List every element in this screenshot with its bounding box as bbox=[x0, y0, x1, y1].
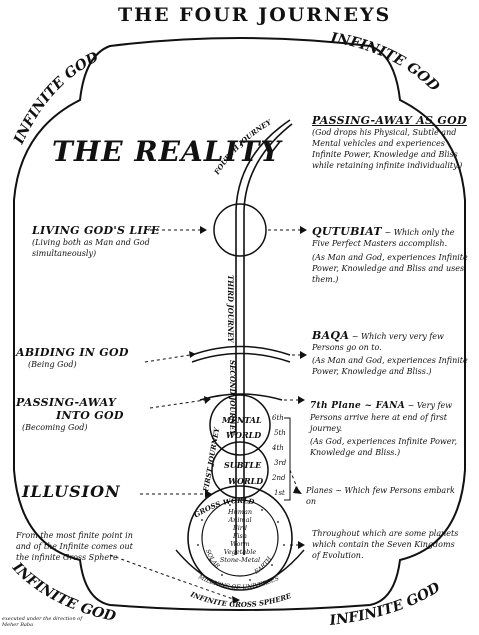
plane-numbers: 6th 5th 4th 3rd 2nd 1st bbox=[271, 414, 287, 497]
finite-point-label: From the most finite point in and of the… bbox=[16, 531, 133, 562]
qutubiat-rest: ~ Which only the Five Perfect Masters ac… bbox=[312, 228, 455, 248]
journey-label-third: THIRD JOURNEY bbox=[226, 275, 235, 343]
plane-number: 4th bbox=[271, 444, 284, 452]
subtle-label-b: WORLD bbox=[228, 476, 263, 486]
living-head: LIVING GOD'S LIFE bbox=[32, 224, 160, 237]
plane-bracket bbox=[284, 417, 291, 501]
journey-label-second: SECOND JOURNEY bbox=[228, 360, 237, 436]
passing-into-head-b: INTO GOD bbox=[56, 409, 124, 422]
qutubiat-block: QUTUBIAT ~ Which only the Five Perfect M… bbox=[312, 226, 472, 285]
svg-text:INFINITE GOD: INFINITE GOD bbox=[11, 49, 102, 148]
right-arrowheads bbox=[293, 226, 307, 549]
right-arrows bbox=[268, 229, 300, 546]
fana-block: 7th Plane ~ FANA ~ Very few Persons arri… bbox=[310, 400, 472, 458]
circle-qutubiat bbox=[213, 203, 267, 257]
fana-body: (As God, experiences Infinite Power, Kno… bbox=[310, 437, 457, 457]
fana-head: 7th Plane ~ FANA bbox=[310, 401, 406, 411]
illusion-label: ILLUSION bbox=[22, 482, 121, 501]
abiding-body: (Being God) bbox=[28, 360, 77, 369]
frame-border bbox=[13, 37, 466, 611]
kingdom-item: Worm bbox=[230, 540, 249, 548]
svg-text:INFINITE GROSS SPHERE: INFINITE GROSS SPHERE bbox=[188, 589, 293, 609]
planes-label: Planes ~ Which few Persons embark on bbox=[306, 486, 455, 506]
plane-number: 3rd bbox=[274, 459, 287, 467]
solar-label: SOLAR bbox=[204, 548, 221, 570]
solar-ring bbox=[201, 499, 279, 577]
living-body: (Living both as Man and God simultaneous… bbox=[32, 238, 150, 258]
plane-number: 2nd bbox=[271, 474, 286, 482]
corner-label-top-right: INFINITE GOD bbox=[328, 30, 442, 95]
qutubiat-body: (As Man and God, experiences Infinite Po… bbox=[312, 253, 468, 284]
passing-into-body: (Becoming God) bbox=[22, 423, 88, 432]
baqa-rest: ~ Which very very few Persons go on to. bbox=[312, 332, 444, 352]
mental-label-a: MENTAL bbox=[221, 415, 262, 425]
page-title: THE FOUR JOURNEYS bbox=[118, 4, 392, 26]
mental-label-b: WORLD bbox=[226, 430, 261, 440]
mental-world-sphere bbox=[209, 394, 271, 456]
baqa-head: BAQA bbox=[312, 329, 350, 342]
throughout-label: Throughout which are some planets which … bbox=[312, 529, 459, 560]
svg-text:SOLAR: SOLAR bbox=[204, 548, 221, 570]
credit-label: executed under the direction of Meher Ba… bbox=[2, 616, 83, 628]
subtle-label-a: SUBTLE bbox=[224, 460, 262, 470]
kingdom-item: Animal bbox=[227, 516, 251, 524]
qutubiat-head: QUTUBIAT bbox=[312, 225, 382, 238]
journey-label-first: FIRST JOURNEY bbox=[201, 426, 221, 493]
passing-as-god-head: PASSING-AWAY AS GOD bbox=[312, 114, 467, 127]
kingdom-item: Vegetable bbox=[224, 548, 257, 556]
plane-number: 5th bbox=[274, 429, 286, 437]
plane-number: 1st bbox=[274, 489, 285, 497]
passing-as-god-body: (God drops his Physical, Subtle and Ment… bbox=[312, 128, 463, 170]
infinite-gross-arc bbox=[175, 549, 305, 589]
corner-label-bottom-right: INFINITE GOD bbox=[328, 579, 444, 629]
corner-label-top-left: INFINITE GOD bbox=[11, 49, 102, 148]
left-arrowheads bbox=[189, 226, 240, 604]
plane-number: 6th bbox=[272, 414, 284, 422]
abiding-head: ABIDING IN GOD bbox=[16, 346, 129, 359]
baqa-body: (As Man and God, experiences Infinite Po… bbox=[312, 356, 468, 376]
reality-label: THE REALITY bbox=[52, 135, 282, 168]
fana-rest: ~ Very few Persons arrive here at end of… bbox=[310, 401, 453, 433]
svg-text:INFINITE GOD: INFINITE GOD bbox=[328, 579, 444, 629]
gross-stipple bbox=[197, 504, 285, 581]
living-block: LIVING GOD'S LIFE (Living both as Man an… bbox=[32, 224, 160, 259]
passing-as-god-block: PASSING-AWAY AS GOD (God drops his Physi… bbox=[312, 114, 474, 171]
kingdom-item: Bird bbox=[232, 524, 247, 532]
kingdom-item: Human bbox=[227, 508, 252, 516]
left-arrows bbox=[109, 229, 237, 601]
kingdom-item: Fish bbox=[232, 532, 247, 540]
journey-trunk bbox=[235, 119, 291, 555]
kingdom-list: HumanAnimalBirdFishWormVegetableStone-Me… bbox=[220, 508, 260, 564]
abiding-block: ABIDING IN GOD (Being God) bbox=[16, 346, 146, 370]
baqa-arc bbox=[191, 345, 291, 356]
baqa-block: BAQA ~ Which very very few Persons go on… bbox=[312, 330, 472, 377]
kingdom-item: Stone-Metal bbox=[220, 556, 260, 564]
infinite-gross-label: INFINITE GROSS SPHERE bbox=[188, 589, 293, 609]
gross-world-sphere bbox=[187, 485, 293, 591]
passing-into-head-a: PASSING-AWAY bbox=[16, 396, 117, 409]
passing-into-block: PASSING-AWAY INTO GOD (Becoming God) bbox=[16, 396, 146, 433]
svg-text:INFINITE GOD: INFINITE GOD bbox=[328, 30, 442, 95]
subtle-world-sphere bbox=[211, 441, 269, 499]
